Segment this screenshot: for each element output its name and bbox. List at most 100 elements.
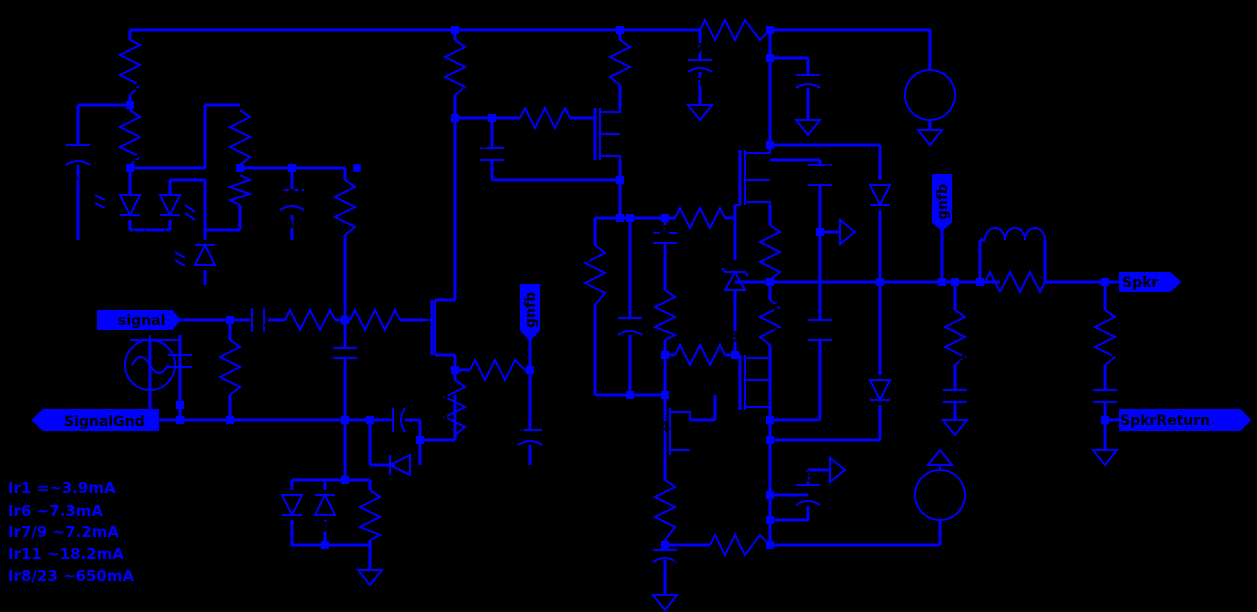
label-r15: R15 bbox=[295, 290, 327, 308]
port-gnfb-right-label: gnfb bbox=[935, 184, 951, 220]
resistor-r14 bbox=[469, 357, 526, 383]
note-line: Ir8/23 ~650mA bbox=[8, 567, 134, 585]
capacitor-c9 bbox=[65, 144, 91, 166]
port-signalgnd-label: SignalGnd bbox=[64, 414, 145, 430]
port-spkr-label: Spkr bbox=[1122, 275, 1158, 291]
transistor-k1058 bbox=[738, 355, 770, 410]
value-c1: 47p bbox=[183, 376, 215, 394]
current-notes: Ir1 =~3.9mA Ir6 ~7.3mA Ir7/9 ~7.2mA Ir11… bbox=[8, 479, 134, 585]
resistor-r6 bbox=[442, 39, 468, 96]
label-c9: C9 bbox=[52, 128, 73, 146]
label-r12: R12 bbox=[683, 188, 715, 206]
port-gnfb-left bbox=[520, 284, 540, 342]
value-r21: 5r bbox=[1110, 348, 1128, 366]
value-vr18: 3100 bbox=[255, 126, 297, 144]
value-r2: 3k bbox=[133, 148, 154, 166]
label-r4: R4 bbox=[357, 290, 379, 308]
capacitor-c5 bbox=[795, 74, 821, 89]
label-c18: C18 bbox=[672, 548, 704, 566]
label-vr19: vR19 bbox=[550, 248, 592, 266]
capacitor-c10 bbox=[333, 347, 357, 359]
value-v3: 30 bbox=[920, 88, 941, 106]
label-r5: R5 bbox=[427, 386, 449, 404]
label-d1: D1 bbox=[255, 489, 278, 507]
label-r23: R23 bbox=[773, 301, 805, 319]
value-r22: 8r2 bbox=[383, 520, 411, 538]
ground-c16 bbox=[1090, 449, 1120, 467]
value-c8: 1µ bbox=[262, 321, 283, 339]
resistor-r21 bbox=[1092, 309, 1118, 366]
resistors bbox=[117, 17, 1118, 558]
value-c2: 100n bbox=[822, 188, 864, 206]
resistor-r13 bbox=[674, 342, 726, 368]
value-r15: 1k bbox=[308, 331, 329, 349]
wires bbox=[76, 28, 1120, 595]
value-c12: 22µ bbox=[262, 214, 294, 232]
label-d6: D6 bbox=[106, 178, 129, 196]
transistor-q5 bbox=[663, 408, 691, 455]
ground-c6 bbox=[829, 455, 847, 485]
label-r11: R11 bbox=[720, 2, 752, 20]
value-r12: 200 bbox=[692, 230, 723, 248]
value-vr18b: 1900 bbox=[255, 186, 297, 204]
value-l1: 700n bbox=[1000, 212, 1042, 230]
label-c4: C4 bbox=[648, 222, 669, 240]
capacitor-c4 bbox=[653, 232, 677, 244]
label-d5: D5 bbox=[895, 384, 918, 402]
led-note: 3red leds bbox=[98, 228, 177, 246]
port-signal-label: signal bbox=[118, 313, 165, 329]
label-c17: C17 bbox=[958, 374, 990, 392]
resistor-r3 bbox=[332, 179, 358, 236]
diode-d1 bbox=[280, 494, 304, 518]
label-c6: C6 bbox=[793, 468, 814, 486]
value-c16: 68n bbox=[1108, 374, 1140, 392]
transistor-j162 bbox=[735, 150, 771, 206]
value-c13: deleted bbox=[496, 162, 560, 180]
label-r1: R1 bbox=[138, 48, 160, 66]
label-r18: R18 bbox=[960, 321, 992, 339]
label-c2: C2 bbox=[822, 162, 843, 180]
value-r10: 1r bbox=[676, 322, 694, 340]
ground-v3 bbox=[915, 129, 945, 147]
ground-c5 bbox=[793, 119, 823, 137]
label-r7: R7 bbox=[590, 36, 612, 54]
label-l1: L1 bbox=[1050, 248, 1070, 266]
resistor-r15 bbox=[284, 307, 336, 333]
label-r22: R22 bbox=[383, 491, 415, 509]
resistor-r4 bbox=[349, 307, 401, 333]
value-c3: 100n bbox=[822, 348, 864, 366]
label-c12: C12 bbox=[298, 182, 330, 200]
value-v1: SINE(0 1 1K) bbox=[17, 380, 123, 398]
diode-d4 bbox=[868, 184, 892, 208]
label-q2-part: zvn2110a bbox=[622, 126, 703, 144]
value-d5: D bbox=[883, 406, 895, 424]
label-r17: R17 bbox=[236, 346, 268, 364]
label-v2: V2 bbox=[952, 521, 974, 539]
label-d3: D3 bbox=[305, 518, 328, 536]
label-vr18: vR18 bbox=[252, 100, 294, 118]
ground-c18 bbox=[650, 594, 680, 612]
inductor-l1 bbox=[984, 227, 1046, 241]
value-r23: 0r22 bbox=[773, 325, 812, 343]
value-r14: 500 bbox=[485, 382, 516, 400]
value-r9: 1k8 bbox=[680, 518, 711, 536]
resistor-r18 bbox=[942, 309, 968, 366]
label-d7: D7 bbox=[143, 178, 166, 196]
diode-d6 bbox=[118, 194, 142, 218]
label-c13: C13 bbox=[458, 134, 490, 152]
resistor-r11 bbox=[699, 17, 771, 43]
resistor-r16 bbox=[519, 105, 571, 131]
value-d4: D bbox=[883, 208, 895, 226]
value-c4: 1µ bbox=[672, 248, 693, 266]
resistor-r10 bbox=[652, 289, 678, 341]
port-signalgnd bbox=[31, 409, 159, 431]
resistor-r17 bbox=[217, 339, 243, 396]
value-c6: 1m bbox=[787, 498, 813, 516]
label-c1: C1 bbox=[188, 341, 209, 359]
value-r7: 51 bbox=[590, 62, 611, 80]
note-line: Ir7/9 ~7.2mA bbox=[8, 523, 119, 541]
diodes bbox=[94, 184, 892, 518]
label-r21: R21 bbox=[1114, 322, 1146, 340]
resistor-r23 bbox=[757, 299, 783, 346]
capacitor-c14 bbox=[517, 429, 543, 446]
